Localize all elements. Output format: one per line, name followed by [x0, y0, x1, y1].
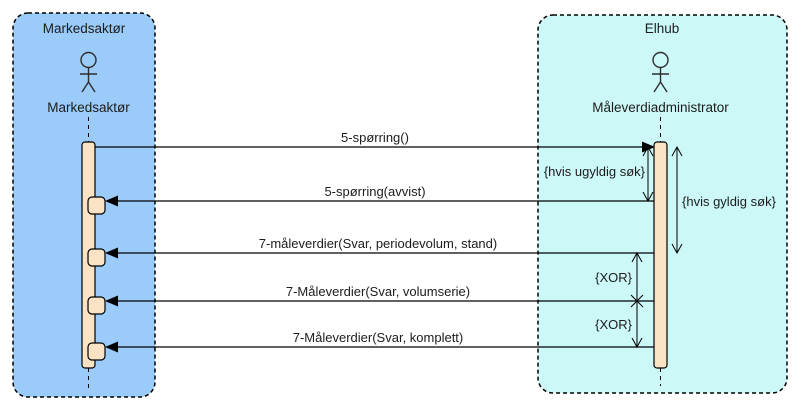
message-2-label: 5-spørring(avvist)	[324, 184, 425, 199]
arrowhead-left-icon	[105, 247, 118, 259]
constraint-hvis-gyldig-sok: {hvis gyldig søk}	[671, 145, 777, 255]
nested-activation-msg2	[87, 196, 106, 215]
constraint-label-ugyldig: {hvis ugyldig søk}	[544, 164, 646, 179]
message-5: 7-Måleverdier(Svar, komplett)	[105, 330, 654, 353]
open-arrow-down-icon	[671, 243, 683, 255]
open-arrow-up-icon	[671, 145, 683, 157]
frame-title-markedsaktor: Markedsaktør	[43, 21, 126, 36]
actor-icon-markedsaktor	[80, 51, 97, 93]
message-5-label: 7-Måleverdier(Svar, komplett)	[293, 330, 464, 345]
open-arrow-down-icon	[631, 337, 643, 349]
x-marker-icon	[630, 294, 644, 308]
message-4-label: 7-Måleverdier(Svar, volumserie)	[286, 284, 470, 299]
message-1-label: 5-spørring()	[341, 130, 409, 145]
constraint-label-xor-2: {XOR}	[595, 317, 633, 332]
actor-label-markedsaktor: Markedsaktør	[47, 100, 130, 115]
message-3: 7-måleverdier(Svar, periodevolum, stand)	[105, 236, 654, 259]
arrowhead-left-icon	[105, 195, 118, 207]
nested-activation-msg4	[87, 296, 106, 315]
message-4: 7-Måleverdier(Svar, volumserie)	[105, 284, 654, 307]
constraint-label-gyldig: {hvis gyldig søk}	[682, 194, 777, 209]
message-3-label: 7-måleverdier(Svar, periodevolum, stand)	[259, 236, 497, 251]
open-arrow-down-icon	[642, 191, 654, 203]
constraint-label-xor-1: {XOR}	[595, 270, 633, 285]
frame-title-elhub: Elhub	[645, 21, 680, 36]
open-arrow-up-icon	[631, 251, 643, 263]
nested-activation-msg3	[87, 248, 106, 267]
actor-label-maleverdiadministrator: Måleverdiadministrator	[592, 100, 729, 115]
constraint-xor: {XOR} {XOR}	[595, 251, 644, 349]
arrowhead-left-icon	[105, 341, 118, 353]
constraint-hvis-ugyldig-sok: {hvis ugyldig søk}	[544, 145, 654, 203]
activation-bar-elhub	[653, 141, 668, 369]
actor-icon-maleverdiadministrator	[652, 51, 669, 93]
arrowhead-left-icon	[105, 295, 118, 307]
message-2: 5-spørring(avvist)	[105, 184, 654, 207]
nested-activation-msg5	[87, 342, 106, 361]
open-arrow-up-icon	[642, 145, 654, 157]
